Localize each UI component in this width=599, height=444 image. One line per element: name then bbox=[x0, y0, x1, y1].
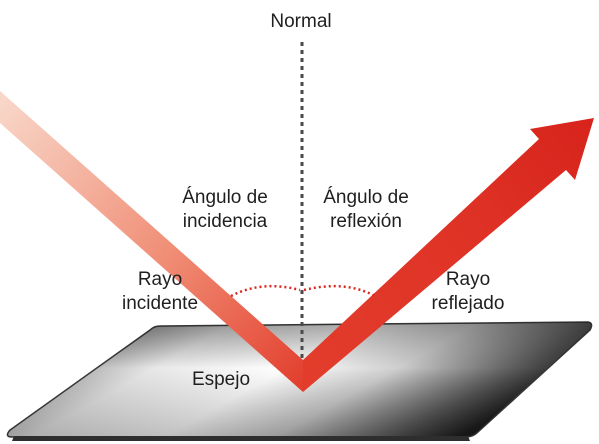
normal-label: Normal bbox=[270, 11, 332, 32]
incident-ray-label: Rayo incidente bbox=[100, 268, 220, 316]
reflected-ray bbox=[303, 118, 594, 392]
incident-ray-line-2: incidente bbox=[121, 293, 199, 314]
incidence-angle-label: Ángulo de incidencia bbox=[160, 186, 290, 234]
reflected-ray-line-1: Rayo bbox=[445, 269, 491, 290]
mirror-label: Espejo bbox=[191, 369, 251, 390]
incidence-angle-arc bbox=[230, 284, 301, 298]
incidence-angle-line-1: Ángulo de bbox=[182, 187, 268, 208]
incident-ray-line-1: Rayo bbox=[137, 269, 183, 290]
reflected-ray-line-2: reflejado bbox=[431, 293, 505, 314]
reflected-ray-label: Rayo reflejado bbox=[408, 268, 528, 316]
incident-ray bbox=[0, 91, 303, 392]
reflection-angle-line-1: Ángulo de bbox=[323, 187, 409, 208]
reflection-angle-line-2: reflexión bbox=[330, 211, 402, 232]
reflection-angle-arc bbox=[303, 284, 376, 298]
incidence-angle-line-2: incidencia bbox=[182, 211, 268, 232]
reflection-angle-label: Ángulo de reflexión bbox=[306, 186, 426, 234]
